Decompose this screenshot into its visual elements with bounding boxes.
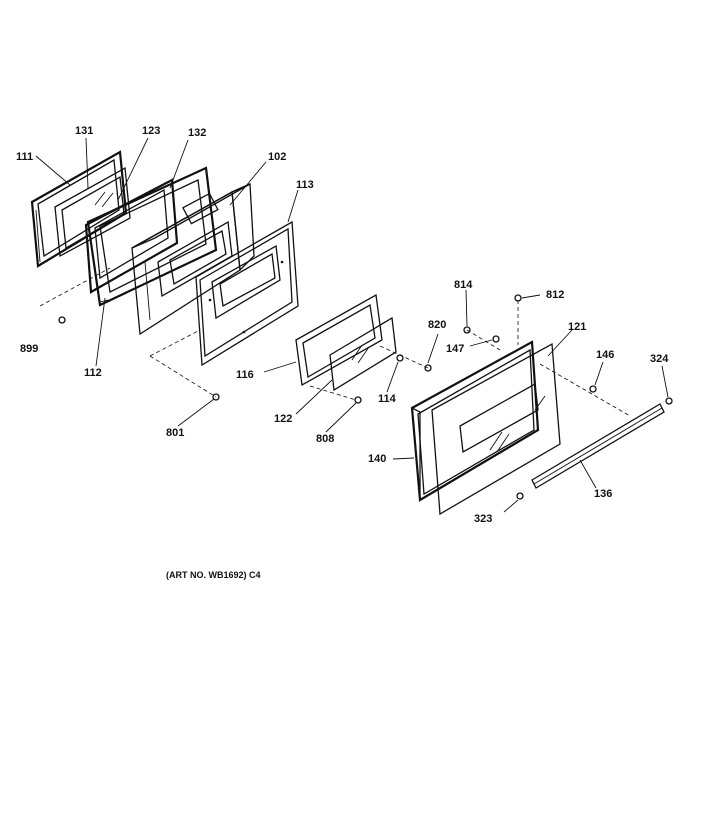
callout-808: 808 [316, 433, 334, 445]
part-123-gasket [84, 178, 179, 294]
callout-122: 122 [274, 413, 292, 425]
part-121-outer-glass [431, 342, 561, 516]
part-113-panel [195, 220, 299, 367]
callout-820: 820 [428, 319, 446, 331]
callout-801: 801 [166, 427, 184, 439]
callout-814: 814 [454, 279, 473, 291]
art-number-caption: (ART NO. WB1692) C4 [166, 570, 261, 580]
part-112-inner-panel [86, 166, 218, 307]
callout-labels: 111 131 123 132 102 113 899 112 116 801 … [16, 125, 669, 525]
part-140-outer-frame [410, 340, 540, 502]
callout-323: 323 [474, 513, 492, 525]
callout-131: 131 [75, 125, 93, 137]
callout-899: 899 [20, 343, 38, 355]
callout-113: 113 [296, 179, 314, 191]
part-111-frame [30, 150, 128, 268]
callout-140: 140 [368, 453, 386, 465]
part-116-glass-bracket [295, 293, 383, 387]
callout-146: 146 [596, 349, 614, 361]
callout-114: 114 [378, 393, 397, 405]
assembly-lines [39, 267, 631, 417]
callout-121: 121 [568, 321, 586, 333]
callout-812: 812 [546, 289, 564, 301]
part-131-glass [54, 166, 131, 258]
callout-123: 123 [142, 125, 160, 137]
callout-147: 147 [446, 343, 464, 355]
leader-lines [35, 137, 669, 513]
callout-136: 136 [594, 488, 612, 500]
part-122-glass [329, 316, 397, 392]
callout-102: 102 [268, 151, 286, 163]
part-136-handle [531, 403, 665, 489]
part-102-liner [131, 183, 255, 336]
callout-116: 116 [236, 369, 254, 381]
callout-111: 111 [16, 151, 33, 163]
callout-112: 112 [84, 367, 102, 379]
callout-132: 132 [188, 127, 206, 139]
callout-324: 324 [650, 353, 669, 365]
